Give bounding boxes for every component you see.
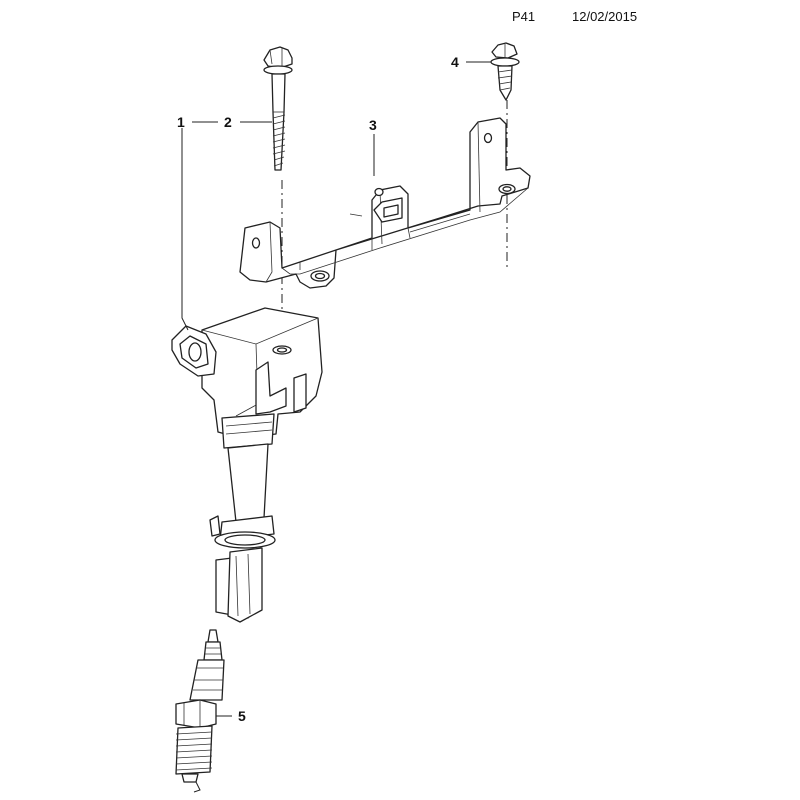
diagram-date: 12/02/2015 [572,9,638,24]
callout-2: 2 [224,114,232,130]
callout-3: 3 [369,117,377,133]
mounting-bracket [239,117,531,289]
ignition-coil [171,307,323,623]
callout-5: 5 [238,708,246,724]
spark-plug [175,629,225,793]
leader-1 [181,128,189,331]
callout-4: 4 [451,54,459,70]
coil-bolt [263,46,293,171]
callout-1: 1 [177,114,185,130]
page-code: P41 [512,9,536,24]
bracket-screw [490,42,520,101]
